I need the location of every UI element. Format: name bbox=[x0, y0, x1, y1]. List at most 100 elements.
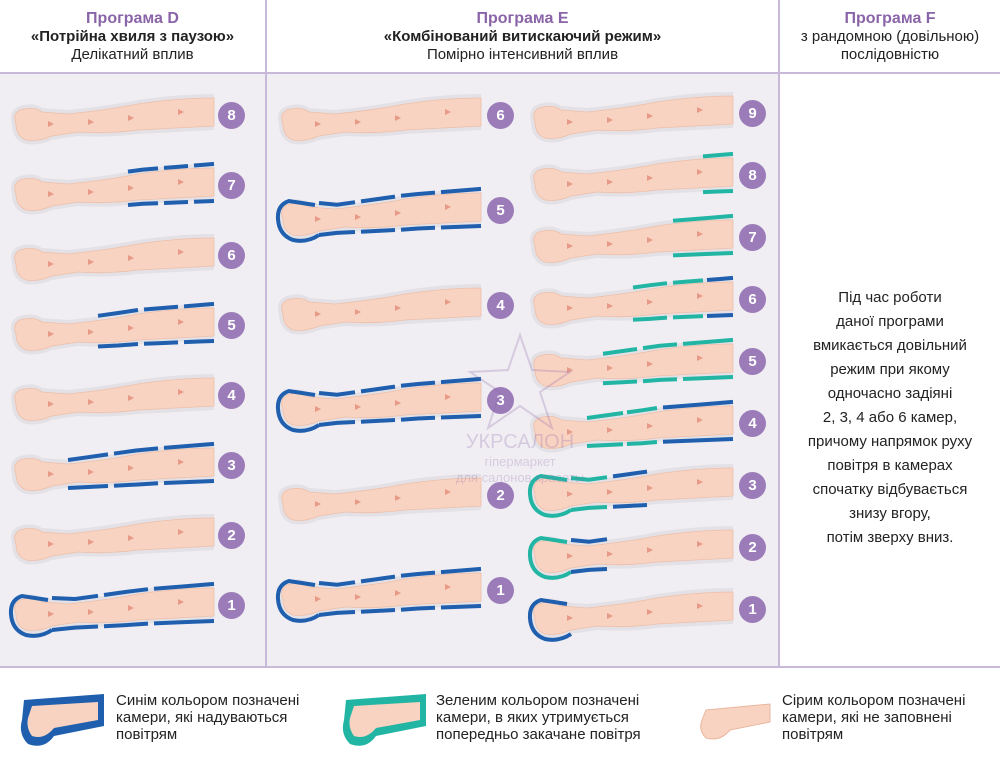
step-badge: 2 bbox=[739, 534, 766, 561]
airflow-arrow-icon bbox=[178, 179, 184, 185]
legend-blue-text: Синім кольором позначені камери, які над… bbox=[116, 692, 300, 743]
airflow-arrow-icon bbox=[178, 249, 184, 255]
bare-foot-icon bbox=[700, 703, 771, 740]
leg-illustration bbox=[11, 514, 215, 565]
watermark-star-icon bbox=[466, 331, 574, 431]
program-d-header: Програма D «Потрійна хвиля з паузою» Дел… bbox=[0, 0, 265, 72]
airflow-arrow-icon bbox=[607, 241, 613, 247]
blue-chamber bbox=[163, 478, 215, 485]
leg-shape bbox=[533, 95, 734, 139]
blue-chamber bbox=[360, 574, 396, 584]
blue-chamber bbox=[113, 481, 159, 488]
airflow-arrow-icon bbox=[445, 299, 451, 305]
step-badge: 5 bbox=[739, 348, 766, 375]
step-badge: 6 bbox=[739, 286, 766, 313]
program-e-header: Програма E «Комбінований витискаючий реж… bbox=[267, 0, 778, 72]
green-foot-icon bbox=[342, 694, 426, 746]
airflow-arrow-icon bbox=[567, 243, 573, 249]
airflow-arrow-icon bbox=[128, 395, 134, 401]
leg-illustration bbox=[275, 186, 482, 243]
blue-chamber bbox=[97, 342, 139, 349]
green-chamber bbox=[672, 250, 734, 258]
program-f-subtitle-2: послідовністю bbox=[840, 46, 940, 63]
airflow-arrow-icon bbox=[607, 117, 613, 123]
blue-chamber bbox=[662, 399, 734, 410]
legend-green-text: Зеленим кольором позначені камери, в яки… bbox=[436, 692, 641, 743]
blue-chamber bbox=[318, 580, 356, 587]
airflow-arrow-icon bbox=[178, 109, 184, 115]
airflow-arrow-icon bbox=[315, 406, 321, 412]
blue-chamber bbox=[318, 610, 356, 617]
leg-shape bbox=[533, 281, 734, 325]
f-line: потім зверху вниз. bbox=[826, 529, 954, 546]
footer-divider bbox=[0, 666, 1000, 668]
program-d-column: Програма D «Потрійна хвиля з паузою» Дел… bbox=[0, 0, 265, 666]
green-chamber bbox=[527, 473, 573, 518]
blue-chamber bbox=[360, 608, 396, 614]
airflow-arrow-icon bbox=[697, 293, 703, 299]
airflow-arrow-icon bbox=[88, 609, 94, 615]
airflow-arrow-icon bbox=[88, 399, 94, 405]
airflow-arrow-icon bbox=[88, 259, 94, 265]
green-chamber bbox=[672, 278, 704, 285]
airflow-arrow-icon bbox=[567, 491, 573, 497]
step-badge: 4 bbox=[218, 382, 245, 409]
blue-chamber bbox=[103, 587, 149, 597]
airflow-arrow-icon bbox=[567, 119, 573, 125]
program-d-subtitle: «Потрійна хвиля з паузою» bbox=[30, 28, 235, 45]
airflow-arrow-icon bbox=[567, 615, 573, 621]
blue-chamber bbox=[163, 441, 215, 450]
blue-chamber bbox=[163, 200, 189, 205]
airflow-arrow-icon bbox=[48, 121, 54, 127]
leg-shape bbox=[14, 447, 215, 491]
airflow-arrow-icon bbox=[445, 109, 451, 115]
step-badge: 1 bbox=[218, 592, 245, 619]
airflow-arrow-icon bbox=[178, 389, 184, 395]
airflow-arrow-icon bbox=[88, 469, 94, 475]
airflow-arrow-icon bbox=[697, 107, 703, 113]
blue-chamber bbox=[440, 186, 482, 195]
legend: Синім кольором позначені камери, які над… bbox=[0, 668, 1000, 774]
leg-illustration bbox=[11, 301, 215, 355]
blue-chamber bbox=[612, 503, 648, 509]
leg-illustration bbox=[530, 151, 734, 205]
airflow-arrow-icon bbox=[178, 529, 184, 535]
airflow-arrow-icon bbox=[88, 329, 94, 335]
airflow-arrow-icon bbox=[48, 331, 54, 337]
airflow-arrow-icon bbox=[355, 499, 361, 505]
blue-chamber bbox=[275, 198, 321, 243]
program-f-subtitle: з рандомною (довільною) bbox=[800, 28, 980, 45]
leg-illustration bbox=[278, 474, 482, 525]
airflow-arrow-icon bbox=[395, 590, 401, 596]
leg-illustration bbox=[11, 94, 215, 145]
step-badge: 2 bbox=[487, 482, 514, 509]
airflow-arrow-icon bbox=[355, 119, 361, 125]
watermark-line-3: для салонов красоты bbox=[456, 470, 584, 485]
airflow-arrow-icon bbox=[647, 237, 653, 243]
airflow-arrow-icon bbox=[88, 539, 94, 545]
green-chamber bbox=[570, 505, 608, 512]
leg-shape bbox=[281, 97, 482, 141]
step-badge: 1 bbox=[739, 596, 766, 623]
airflow-arrow-icon bbox=[607, 427, 613, 433]
green-chamber bbox=[586, 410, 624, 420]
airflow-arrow-icon bbox=[567, 553, 573, 559]
leg-illustration bbox=[275, 376, 482, 433]
step-badge: 4 bbox=[739, 410, 766, 437]
program-e-desc: Помірно інтенсивний вплив bbox=[426, 46, 619, 63]
airflow-arrow-icon bbox=[647, 175, 653, 181]
legend-blue: Синім кольором позначені камери, які над… bbox=[14, 678, 324, 768]
program-f-header: Програма F з рандомною (довільною) послі… bbox=[780, 0, 1000, 72]
leg-shape bbox=[14, 517, 215, 561]
blue-chamber bbox=[706, 275, 734, 282]
step-badge: 6 bbox=[218, 242, 245, 269]
airflow-arrow-icon bbox=[128, 325, 134, 331]
airflow-arrow-icon bbox=[647, 361, 653, 367]
step-badge: 4 bbox=[487, 292, 514, 319]
airflow-arrow-icon bbox=[697, 541, 703, 547]
airflow-arrow-icon bbox=[315, 596, 321, 602]
green-chamber bbox=[672, 213, 734, 223]
blue-chamber bbox=[127, 201, 159, 207]
blue-chamber bbox=[103, 621, 149, 629]
leg-shape bbox=[14, 97, 215, 141]
